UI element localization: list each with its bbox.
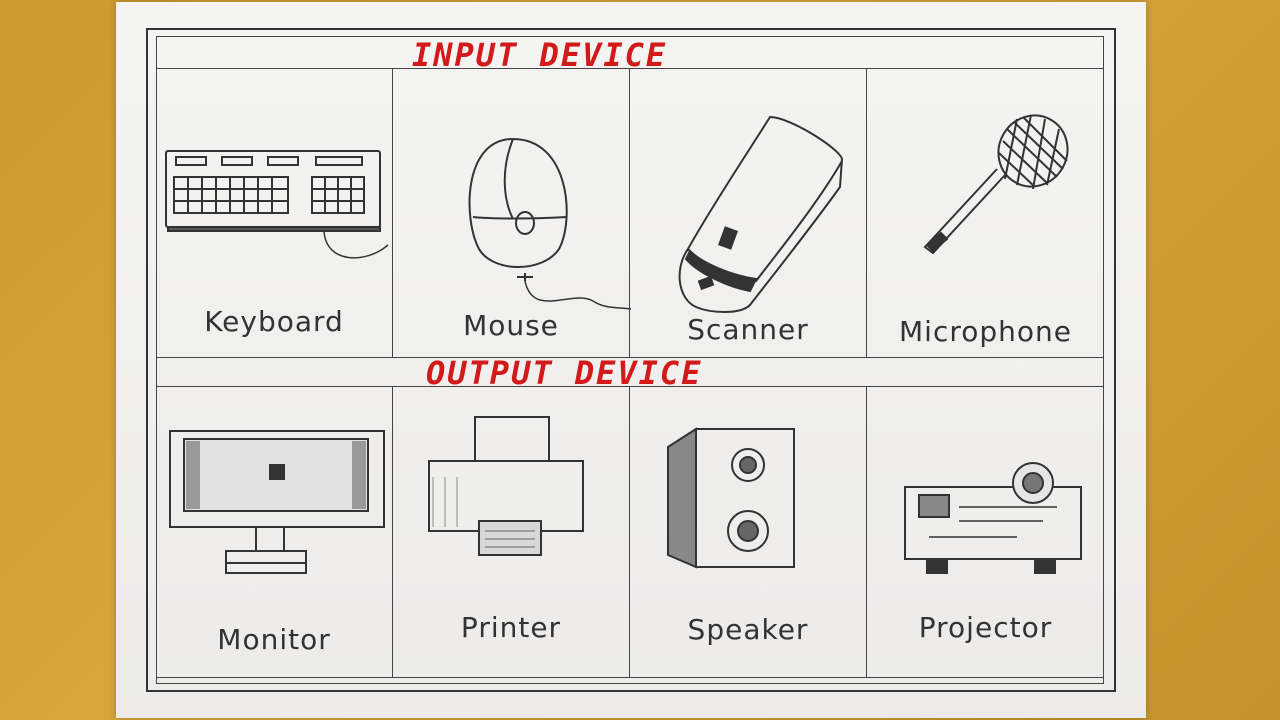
output-section-title: OUTPUT DEVICE [426, 354, 703, 392]
outer-border [146, 28, 1116, 692]
microphone-cell: Microphone [867, 69, 1104, 357]
mouse-cell: Mouse [393, 69, 631, 357]
drawing-sheet: INPUT DEVICE Keyboard [116, 2, 1146, 718]
microphone-label: Microphone [899, 315, 1072, 348]
keyboard-label: Keyboard [204, 305, 344, 338]
input-device-row: Keyboard Mouse [156, 68, 1104, 358]
keyboard-cell: Keyboard [156, 69, 393, 357]
scanner-icon [678, 115, 844, 313]
keyboard-icon [165, 150, 389, 259]
monitor-label: Monitor [217, 623, 331, 656]
projector-icon [904, 462, 1082, 574]
input-section-title: INPUT DEVICE [412, 36, 668, 74]
printer-label: Printer [460, 611, 562, 644]
inner-border [156, 36, 1104, 684]
speaker-cell: Speaker [630, 387, 867, 677]
mouse-label: Mouse [463, 309, 559, 342]
mouse-icon [468, 137, 631, 310]
output-device-row: Monitor Printer [156, 386, 1104, 678]
projector-cell: Projector [867, 387, 1104, 677]
printer-cell: Printer [393, 387, 630, 677]
projector-label: Projector [918, 611, 1053, 644]
monitor-cell: Monitor [156, 387, 393, 677]
microphone-icon [923, 114, 1069, 255]
speaker-icon [667, 427, 795, 569]
scanner-label: Scanner [687, 313, 809, 346]
monitor-icon [169, 430, 385, 574]
speaker-label: Speaker [687, 613, 809, 646]
scanner-cell: Scanner [630, 69, 867, 357]
printer-icon [428, 416, 584, 556]
